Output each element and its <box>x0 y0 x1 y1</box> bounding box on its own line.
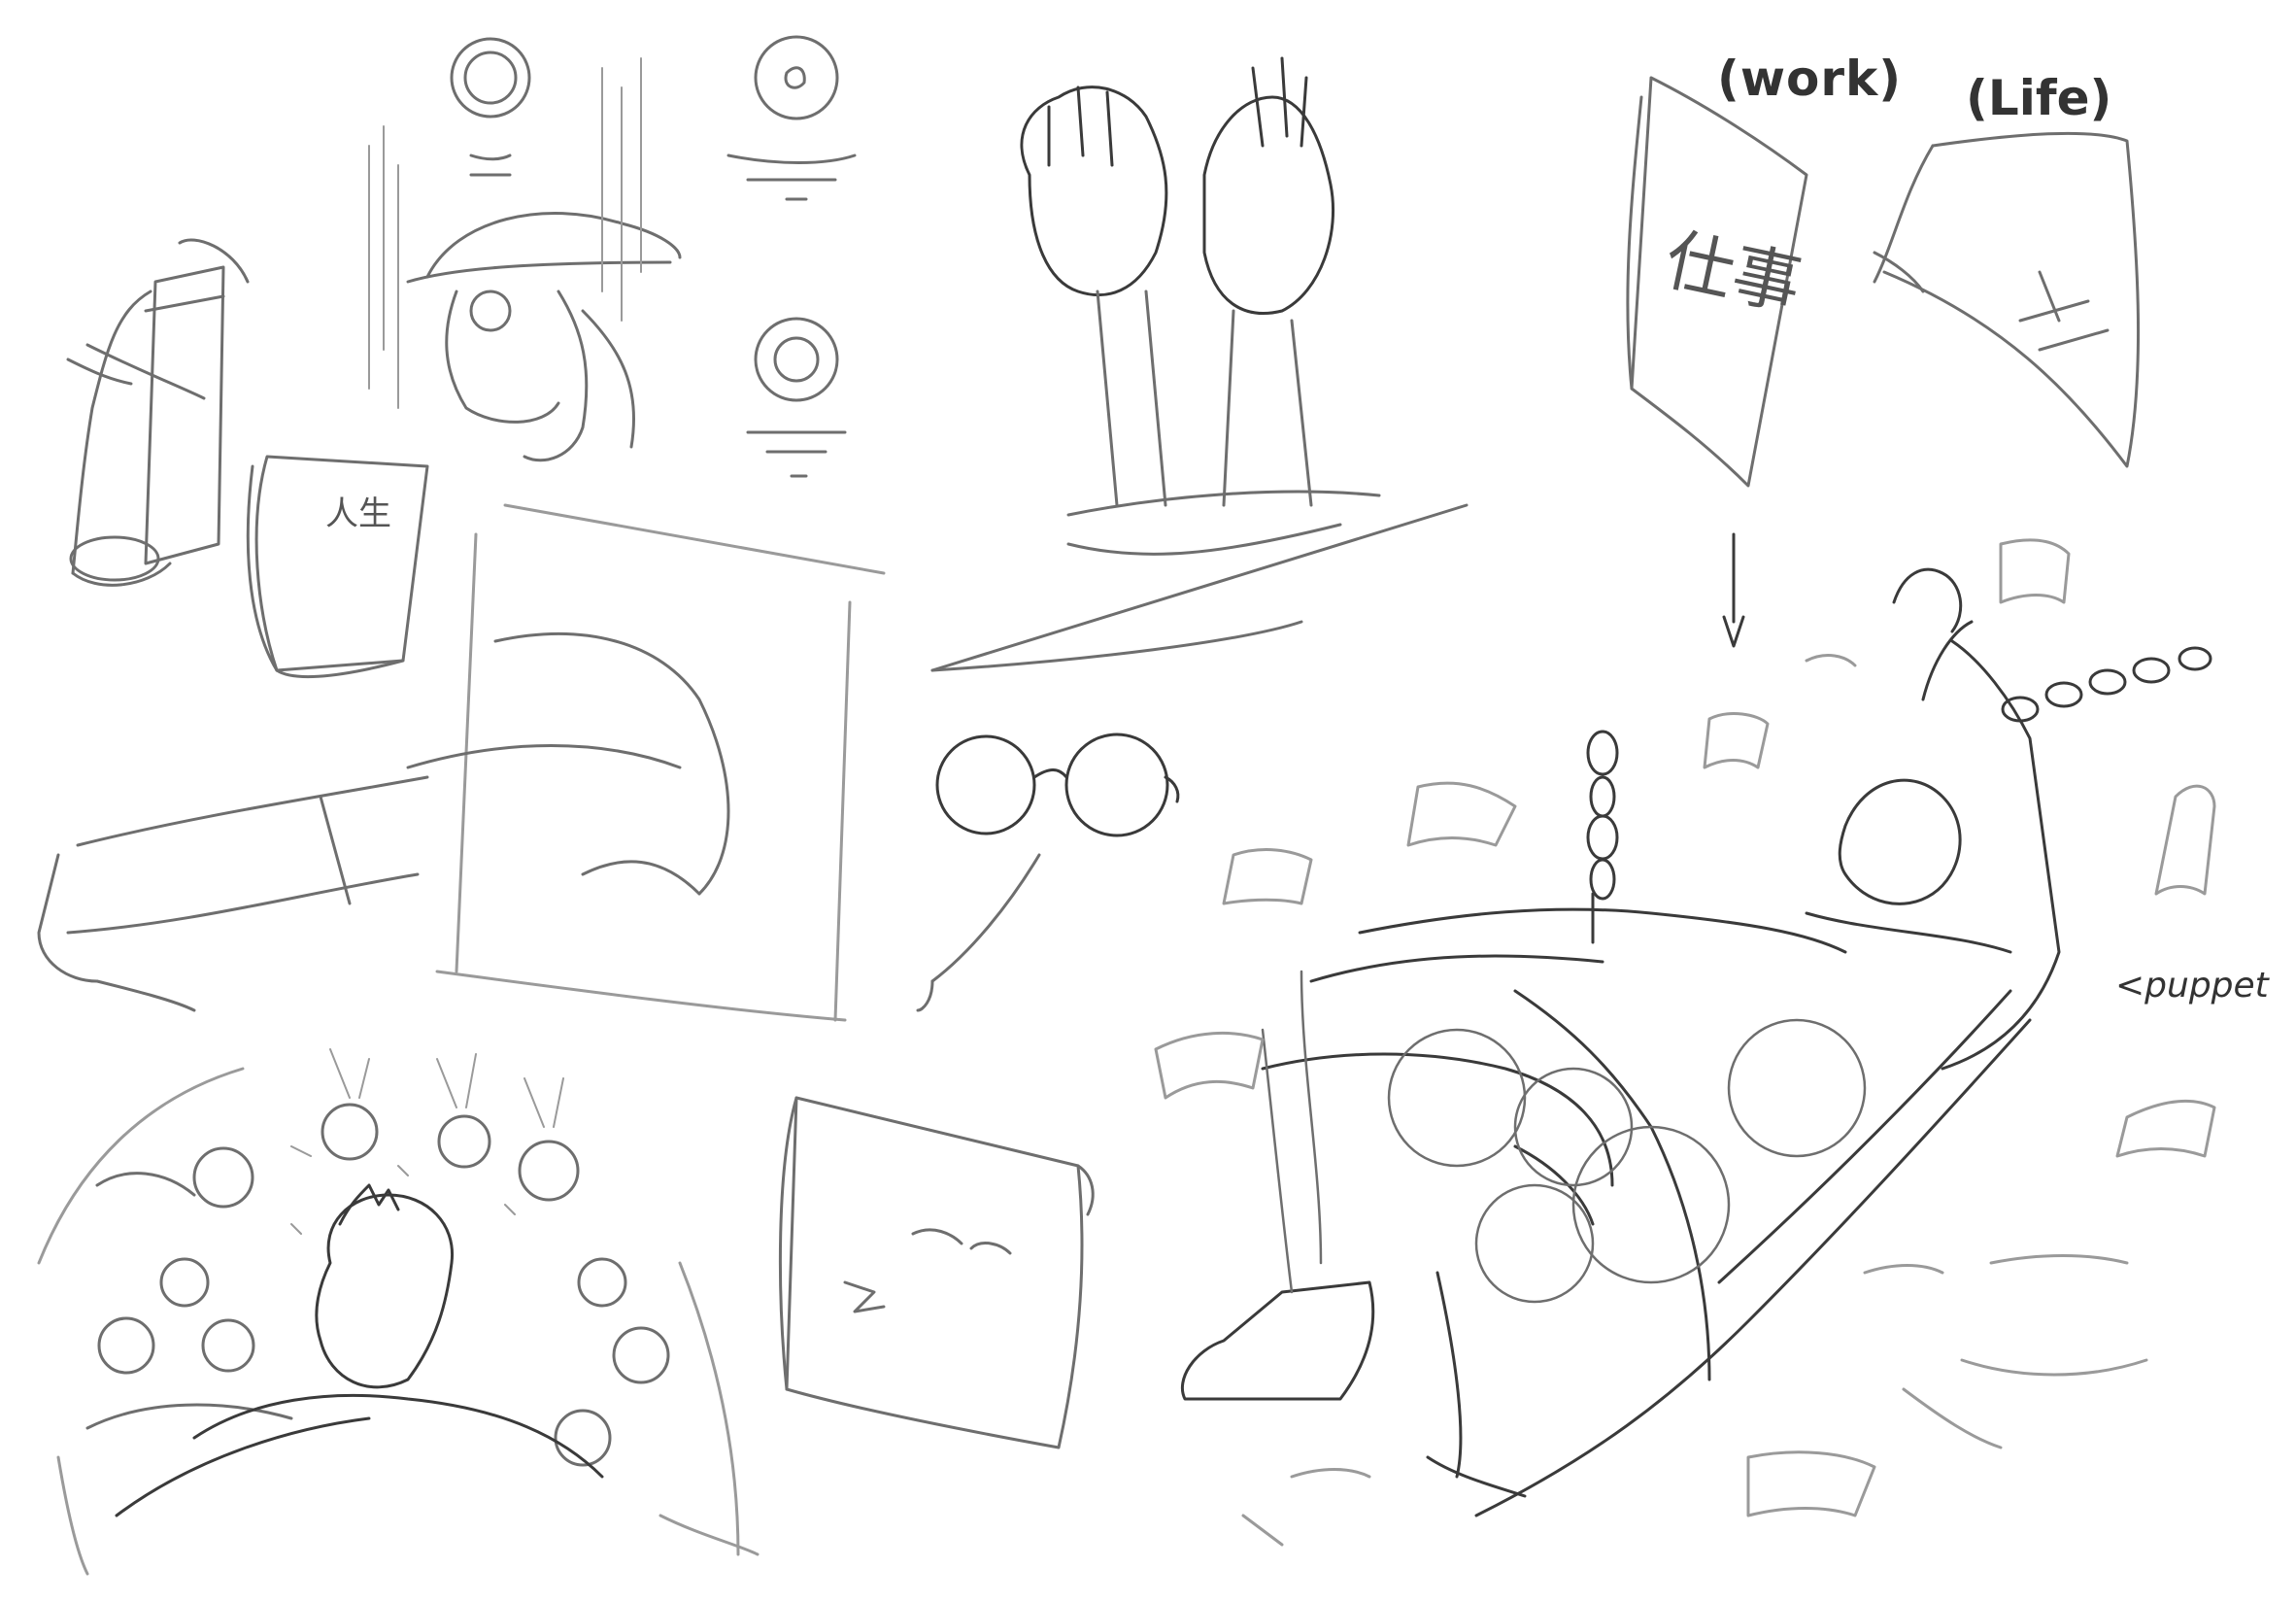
life-paper-sketch <box>1873 131 2141 468</box>
glasses-icon <box>935 733 1180 837</box>
arm-outline <box>37 632 730 1012</box>
puppet-figure-sketch <box>1180 639 2061 1517</box>
coin-rain-lines <box>290 1048 564 1235</box>
puppet-arm-raised <box>1892 567 1974 701</box>
head-with-cap-sketch <box>368 57 682 462</box>
life-document-sketch <box>246 455 429 679</box>
coin-shower-sketch <box>85 1103 670 1467</box>
flying-papers-sketch <box>1154 538 2216 1547</box>
glasses-string-sketch <box>916 853 1041 1012</box>
person-under-coins-sketch <box>115 1183 604 1517</box>
work-paper-sketch <box>1626 76 1808 488</box>
coin-icon <box>450 37 531 177</box>
life-label: (Life) <box>1966 70 2112 126</box>
chain-icon <box>1586 730 1619 944</box>
motion-arcs <box>37 1067 760 1576</box>
life-paper-kanji: 人生 <box>325 494 391 533</box>
work-paper-kanji: 仕事 <box>1659 220 1808 325</box>
puppet-body-scribbles <box>1261 970 1867 1304</box>
chain-icon-raised <box>2001 646 2212 723</box>
raised-hands-sketch <box>1020 56 1335 315</box>
work-label: (work) <box>1717 51 1903 107</box>
wrists-table-sketch <box>930 290 1469 672</box>
puppet-label: <puppet <box>2115 966 2269 1006</box>
coin-sequence-sketch <box>726 35 857 478</box>
down-arrow-icon <box>1722 532 1745 648</box>
crumpled-document-sketch <box>778 1096 1095 1449</box>
reaching-arm-sketch <box>435 503 886 1022</box>
scroll-icon <box>66 238 250 587</box>
